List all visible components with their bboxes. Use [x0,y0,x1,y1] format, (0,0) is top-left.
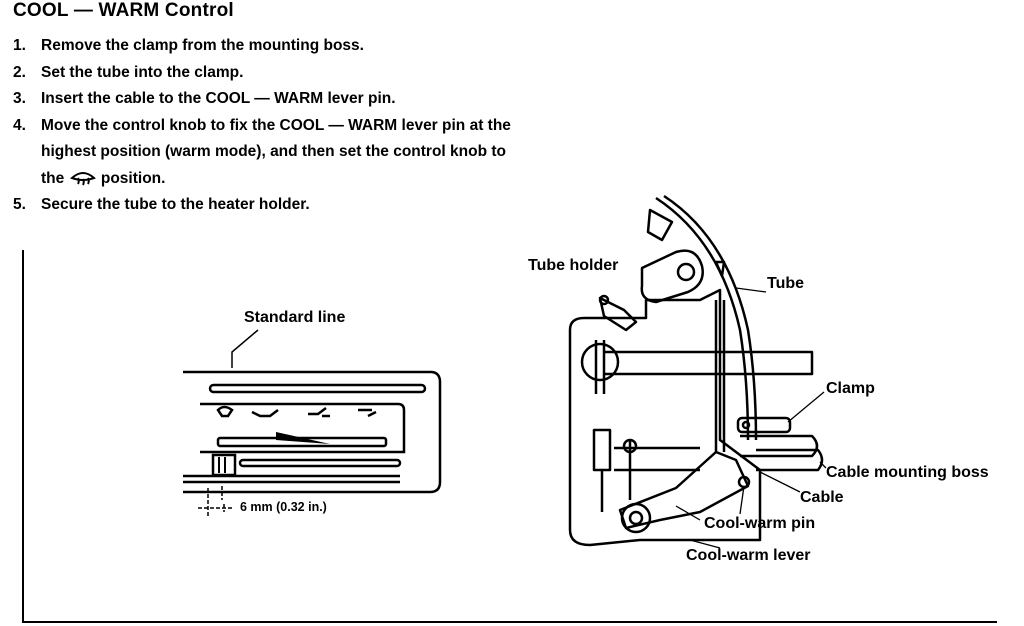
step-number: 1. [13,37,26,54]
standard-line-label: Standard line [244,309,346,326]
step-number: 5. [13,196,26,213]
frame-border-left [22,250,24,623]
tube-holder-label: Tube holder [528,257,619,274]
step-text: highest position (warm mode), and then s… [41,143,507,160]
step-item: 3. Insert the cable to the COOL — WARM l… [13,86,633,113]
step-number: 2. [13,63,26,81]
page-title: COOL — WARM Control [13,0,234,21]
tube-label: Tube [767,275,805,292]
cable-mounting-boss-label: Cable mounting boss [826,464,989,481]
step-item: 5. Secure the tube to the heater holder. [13,192,633,219]
step-text: Insert the cable to the COOL — WARM leve… [41,90,396,107]
clamp-label: Clamp [826,380,875,397]
step-item: 2. Set the tube into the clamp. [13,60,633,87]
dimension-label: 6 mm (0.32 in.) [240,500,327,514]
step-text: the [41,169,65,187]
step-text: position. [100,169,166,187]
cool-warm-pin-label: Cool-warm pin [704,515,816,532]
step-item: 1. Remove the clamp from the mounting bo… [13,33,633,60]
cable-label: Cable [800,489,844,506]
frame-border-bottom [22,621,997,623]
defrost-icon [69,172,96,186]
step-text: Secure the tube to the heater holder. [41,196,310,213]
step-number: 4. [13,116,26,134]
step-text: Remove the clamp from the mounting boss. [41,37,364,54]
step-number: 3. [13,90,26,107]
step-text: Set the tube into the clamp. [41,63,244,81]
cool-warm-lever-label: Cool-warm lever [686,547,811,564]
instruction-list: 1. Remove the clamp from the mounting bo… [13,33,633,219]
step-text: Move the control knob to fix the COOL — … [41,116,511,134]
step-item: 4. Move the control knob to fix the COOL… [13,113,633,193]
